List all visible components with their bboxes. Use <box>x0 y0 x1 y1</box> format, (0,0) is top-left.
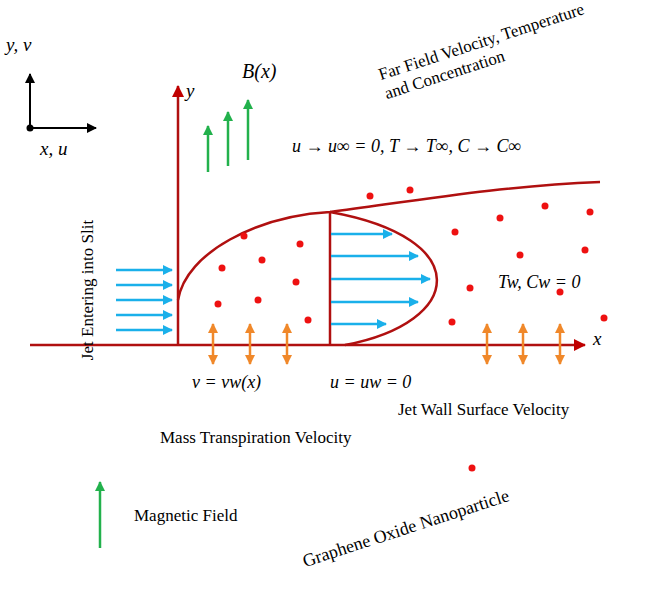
velocity-profile-arrows <box>331 278 430 281</box>
transpiration-arrows <box>212 324 215 364</box>
axis-label: x <box>593 328 601 350</box>
field-label: B(x) <box>242 60 276 83</box>
nanoparticle-dot <box>467 285 474 292</box>
nanoparticle-dot <box>497 215 504 222</box>
nanoparticle-dot <box>601 315 608 322</box>
nanoparticles <box>215 187 608 326</box>
transpiration-note: Mass Transpiration Velocity <box>160 428 351 448</box>
nanoparticle-dot <box>215 301 222 308</box>
jet-inflow-arrows <box>116 269 172 272</box>
nanoparticle-sample <box>469 465 476 472</box>
wall-note: Jet Wall Surface Velocity <box>398 400 569 420</box>
axis-label: y <box>186 80 194 102</box>
boundary-layer <box>330 212 437 345</box>
boundary-condition: u = uw = 0 <box>330 372 411 393</box>
velocity-profile-arrows <box>331 301 418 304</box>
magnetic-field-arrows <box>227 112 230 166</box>
boundary-layer <box>178 182 600 300</box>
coordinate-axes <box>30 344 585 347</box>
velocity-profile-arrows <box>331 255 418 258</box>
nanoparticle-dot <box>407 187 414 194</box>
nanoparticle-dot <box>517 252 524 259</box>
transpiration-arrows <box>522 324 525 364</box>
nanoparticle-dot <box>542 203 549 210</box>
magnetic-field-arrows <box>247 100 250 160</box>
jet-inflow-arrows <box>116 270 172 330</box>
nanoparticle-dot <box>367 193 374 200</box>
jet-inflow-arrows <box>116 299 172 302</box>
nanoparticle-dot <box>297 241 304 248</box>
transpiration-arrows <box>286 324 289 364</box>
jet-inflow-arrows <box>116 314 172 317</box>
reference-axes <box>29 74 31 128</box>
nanoparticle-dot <box>305 317 312 324</box>
nanoparticle-dot <box>219 265 226 272</box>
legend-text: Magnetic Field <box>134 506 237 526</box>
coordinate-axes <box>177 86 180 345</box>
nanoparticle-dot <box>587 209 594 216</box>
velocity-profile-arrows <box>331 233 392 236</box>
nanoparticle-dot <box>449 319 456 326</box>
legend-samples <box>100 465 476 549</box>
reference-axes <box>27 74 97 132</box>
inflow-note: Jet Entering into Slit <box>78 220 98 360</box>
magnetic-field-arrows <box>207 126 210 172</box>
reference-axes <box>27 125 34 132</box>
transpiration-arrows <box>213 324 560 364</box>
coordinate-axes <box>30 86 585 345</box>
boundary-layer <box>329 212 332 345</box>
nanoparticle-dot <box>452 229 459 236</box>
transpiration-arrows <box>249 324 252 364</box>
legend-text: Graphene Oxide Nanoparticle <box>300 485 512 571</box>
velocity-profile-arrows <box>331 234 430 324</box>
transpiration-arrows <box>559 324 562 364</box>
boundary-layer <box>178 182 600 345</box>
nanoparticle-dot <box>255 297 262 304</box>
jet-inflow-arrows <box>116 329 172 332</box>
magnetic-field-sample <box>99 482 102 548</box>
boundary-condition: u → u∞ = 0, T → T∞, C → C∞ <box>292 136 521 157</box>
nanoparticle-dot <box>582 247 589 254</box>
far-field-note: Far Field Velocity, Temperature and Conc… <box>376 0 594 103</box>
velocity-profile-arrows <box>331 323 386 326</box>
nanoparticle-dot <box>259 257 266 264</box>
nanoparticle-dot <box>241 233 248 240</box>
magnetic-field-arrows <box>208 100 248 172</box>
reference-axes <box>30 127 96 129</box>
boundary-condition: v = vw(x) <box>192 372 261 393</box>
axis-label: x, u <box>40 138 67 160</box>
transpiration-arrows <box>486 324 489 364</box>
boundary-condition: Tw, Cw = 0 <box>498 272 581 293</box>
nanoparticle-dot <box>293 279 300 286</box>
jet-inflow-arrows <box>116 284 172 287</box>
axis-label: y, v <box>6 34 31 56</box>
